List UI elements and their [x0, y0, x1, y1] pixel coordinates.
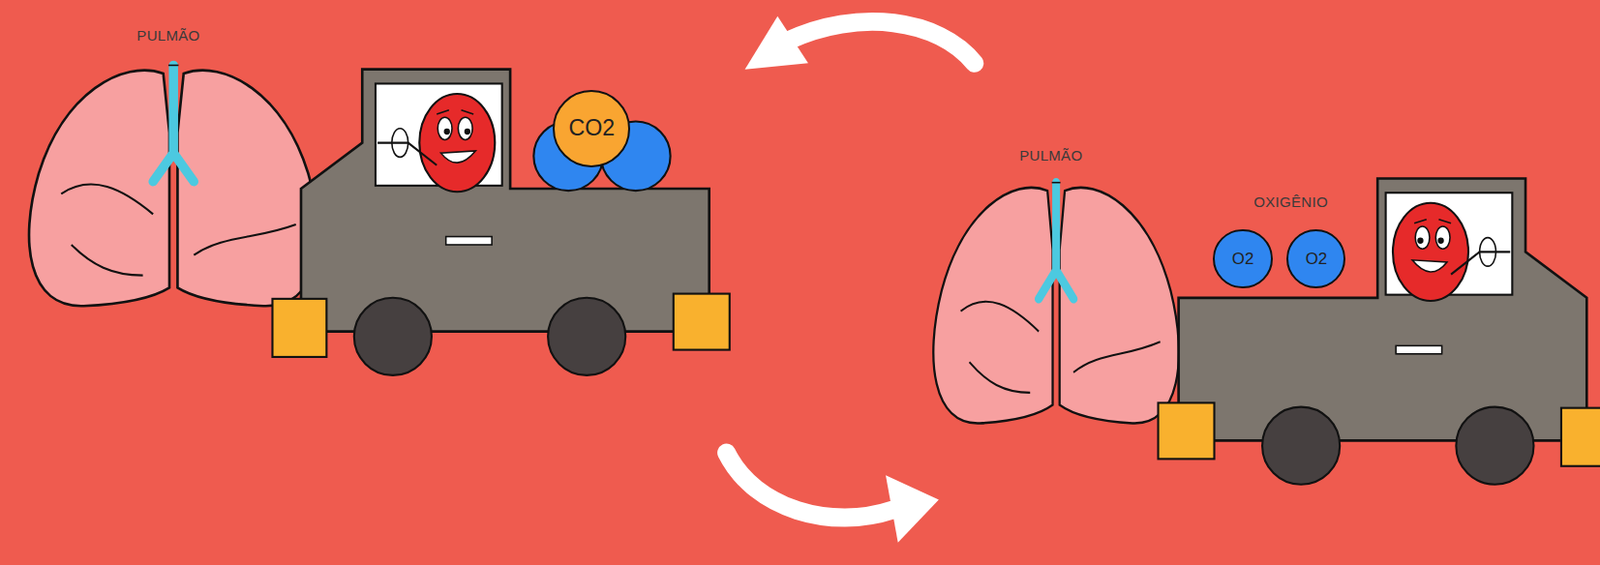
molecule-formula: O2 — [1305, 249, 1329, 270]
molecule-formula: CO2 — [569, 115, 616, 142]
oxygen-molecule: O2 — [1286, 229, 1346, 289]
oxygen-molecule: O2 — [1212, 229, 1272, 289]
molecule-formula: O2 — [1232, 249, 1255, 270]
cargo-label: OXIGÊNIO — [1253, 193, 1329, 211]
carbon-dioxide-molecule: CO2 — [552, 90, 631, 168]
organ-label: PULMÃO — [1019, 147, 1083, 164]
organ-label: PULMÃO — [136, 27, 200, 44]
